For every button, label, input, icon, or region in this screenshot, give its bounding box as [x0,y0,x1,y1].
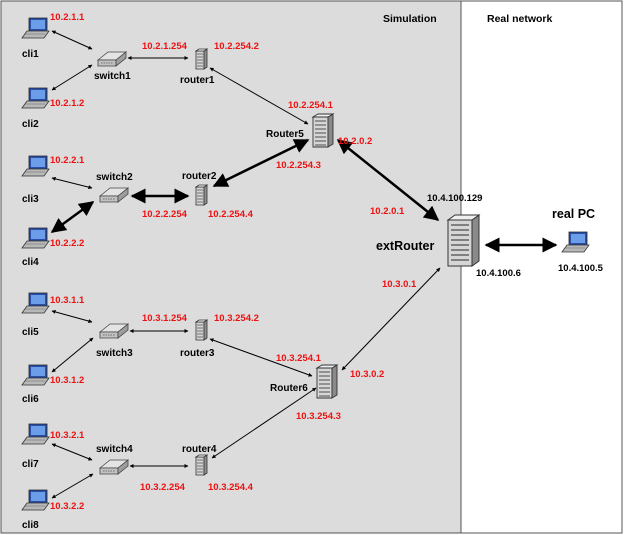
router5-core-router-icon[interactable] [312,113,334,148]
cli1-label: cli1 [22,49,39,60]
router3-label: router3 [180,348,215,359]
cli1-ip: 10.2.1.1 [50,12,85,23]
extrouter-ip-pc: 10.4.100.6 [476,268,521,279]
router2-ip-wan: 10.2.254.4 [208,209,254,220]
router3-router-icon[interactable] [195,319,208,341]
link-cli4-switch2 [50,200,95,234]
router2-router-icon[interactable] [195,184,208,206]
link-cli6-switch3 [51,337,94,373]
extrouter-ip-r6: 10.3.0.1 [382,279,417,290]
link-router3-router6 [209,338,313,377]
realpc-ip: 10.4.100.5 [558,263,604,274]
router5-ip-r1: 10.2.254.1 [288,100,334,111]
real-network-zone-label: Real network [487,13,553,25]
extrouter-label: extRouter [376,239,434,253]
cli6-ip: 10.3.1.2 [50,375,84,386]
cli5-ip: 10.3.1.1 [50,295,85,306]
cli8-ip: 10.3.2.2 [50,501,84,512]
extrouter-ip-r5: 10.2.0.1 [370,206,405,217]
switch4-label: switch4 [96,444,133,455]
link-cli3-switch2 [51,176,93,190]
extrouter-ip-top: 10.4.100.129 [427,193,482,204]
cli5-label: cli5 [22,327,39,338]
cli2-ip: 10.2.1.2 [50,98,84,109]
real-network-zone [460,0,623,534]
router1-router-icon[interactable] [195,48,208,70]
link-router1-router5 [209,67,309,125]
router4-ip-wan: 10.3.254.4 [208,482,254,493]
router6-core-router-icon[interactable] [316,364,338,399]
router3-ip-lan: 10.3.1.254 [142,313,188,324]
switch2-label: switch2 [96,172,133,183]
router2-label: router2 [182,171,217,182]
link-router2-router5 [212,138,310,188]
router4-ip-lan: 10.3.2.254 [140,482,186,493]
switch1-label: switch1 [94,71,131,82]
cli2-label: cli2 [22,119,39,130]
cli4-label: cli4 [22,257,39,268]
cli7-label: cli7 [22,459,39,470]
link-router4-router6 [211,387,317,459]
simulation-zone [0,0,462,534]
cli3-label: cli3 [22,194,39,205]
router4-label: router4 [182,444,217,455]
extrouter-ext-router-icon[interactable] [447,214,480,267]
router5-ip-r2: 10.2.254.3 [276,160,321,171]
router6-ip-r4: 10.3.254.3 [296,411,341,422]
link-cli8-switch4 [51,473,94,499]
cli6-label: cli6 [22,394,39,405]
cli8-label: cli8 [22,520,39,531]
link-cli5-switch3 [51,310,93,323]
link-router6-extrouter [341,267,441,371]
router2-ip-lan: 10.2.2.254 [142,209,188,220]
router4-router-icon[interactable] [195,454,208,476]
router1-label: router1 [180,75,215,86]
router5-label: Router5 [266,129,304,140]
link-cli7-switch4 [51,443,93,461]
link-cli1-switch1 [51,30,93,50]
link-cli2-switch1 [51,64,93,91]
router6-label: Router6 [270,383,308,394]
router1-ip-wan: 10.2.254.2 [214,41,259,52]
simulation-zone-label: Simulation [383,13,437,25]
cli4-ip: 10.2.2.2 [50,238,84,249]
router6-ip-r3: 10.3.254.1 [276,353,322,364]
router1-ip-lan: 10.2.1.254 [142,41,188,52]
router3-ip-wan: 10.3.254.2 [214,313,259,324]
cli3-ip: 10.2.2.1 [50,155,85,166]
link-router5-extrouter [336,139,440,221]
realpc-label: real PC [552,207,595,221]
cli7-ip: 10.3.2.1 [50,430,85,441]
router6-ip-ext: 10.3.0.2 [350,369,384,380]
switch3-label: switch3 [96,348,133,359]
router5-ip-ext: 10.2.0.2 [338,136,372,147]
